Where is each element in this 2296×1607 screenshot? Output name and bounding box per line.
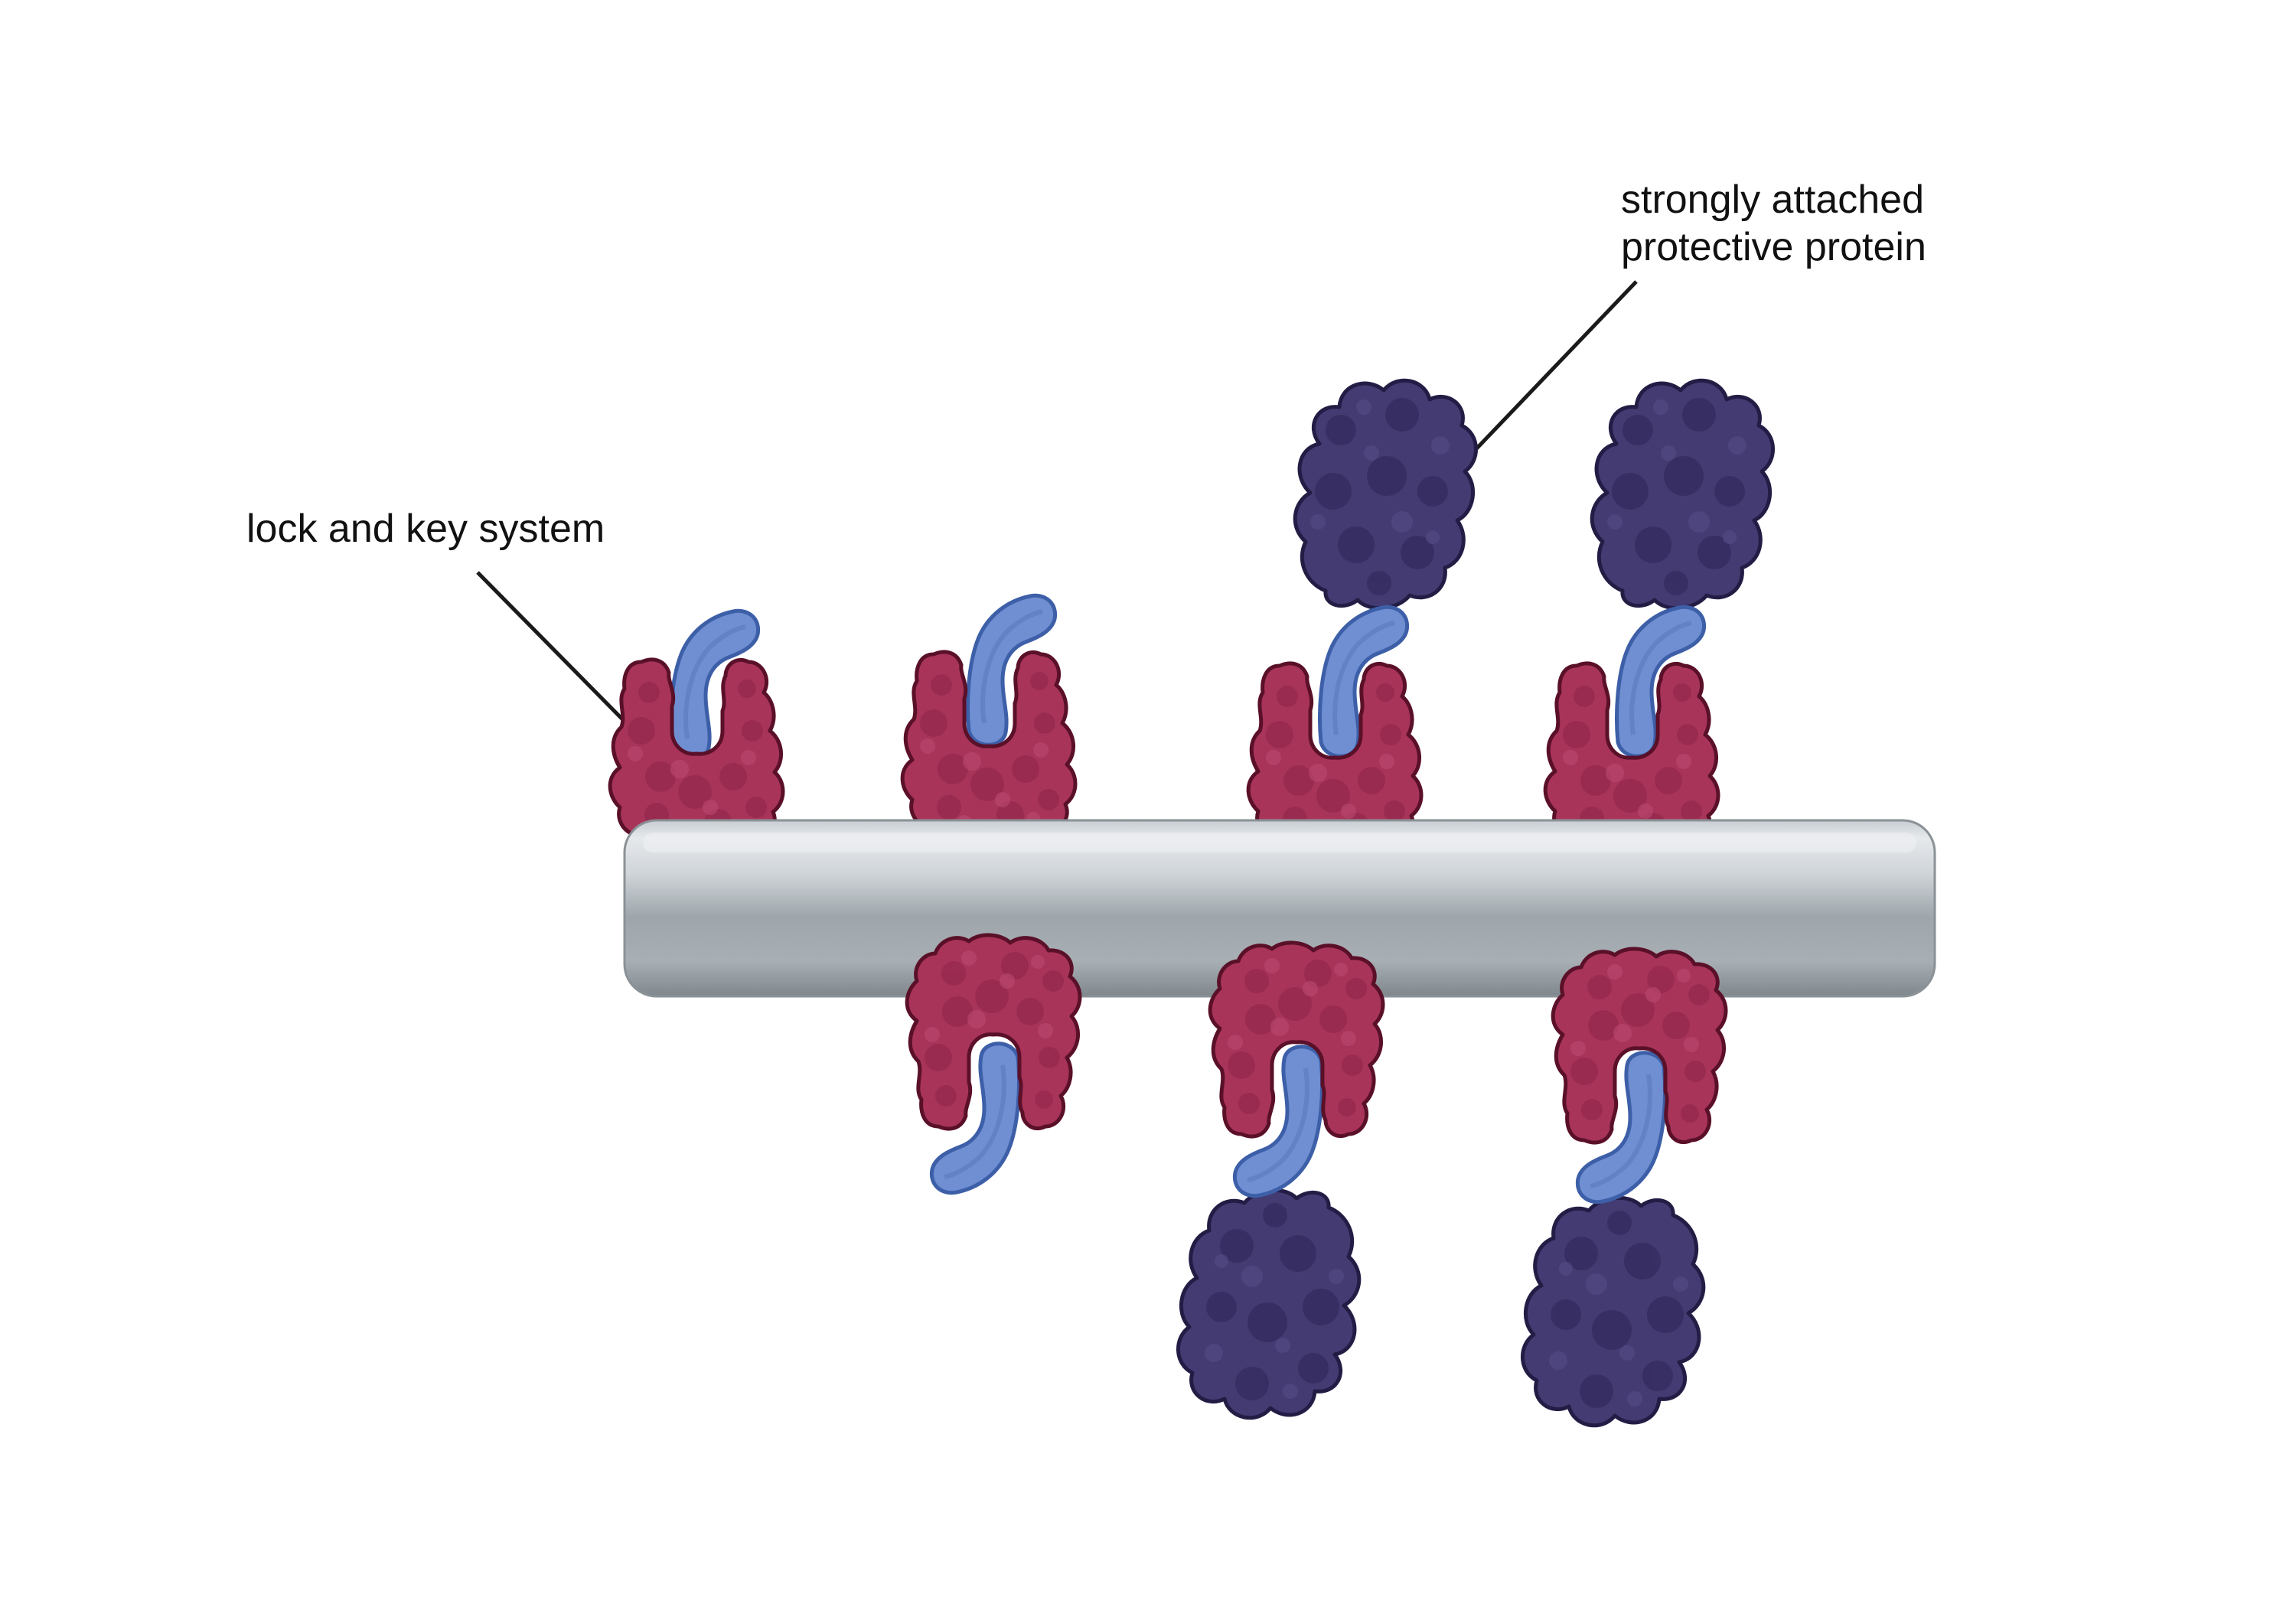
protective-protein-icon: [1522, 1198, 1703, 1425]
top-assembly-2: [902, 595, 1075, 846]
protective-label-line1: strongly attached: [1621, 178, 1925, 222]
bottom-assembly-3: [1522, 949, 1726, 1426]
leader-line-lock: [476, 571, 643, 740]
top-assembly-1: [610, 611, 783, 853]
protective-protein-icon: [1295, 380, 1476, 608]
leader-line-protective: [1466, 280, 1638, 459]
top-assembly-3: [1248, 380, 1476, 857]
top-assembly-4: [1545, 380, 1773, 857]
protective-protein-label: strongly attached protective protein: [1621, 176, 1926, 271]
bottom-assembly-1: [907, 935, 1080, 1193]
protective-protein-icon: [1178, 1190, 1358, 1417]
protective-label-line2: protective protein: [1621, 225, 1926, 269]
bottom-assembly-2: [1178, 943, 1383, 1418]
protective-protein-icon: [1592, 380, 1773, 608]
lock-and-key-label: lock and key system: [246, 507, 605, 551]
